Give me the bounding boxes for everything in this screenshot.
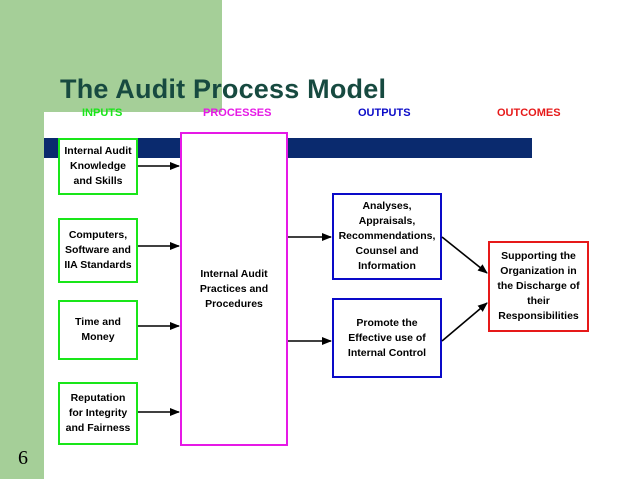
header-divider-bar [44,138,532,158]
process-box: Internal Audit Practices and Procedures [180,132,288,446]
output-box-internal-control: Promote the Effective use of Internal Co… [332,298,442,378]
arrow-internal-control-to-outcome [441,302,488,342]
left-accent-bar [0,0,44,479]
column-header-outputs: OUTPUTS [358,107,411,119]
outcome-box: Supporting the Organization in the Disch… [488,241,589,332]
input-box-tools: Computers, Software and IIA Standards [58,218,138,283]
input-box-resources: Time and Money [58,300,138,360]
output-box-analyses: Analyses, Appraisals, Recommendations, C… [332,193,442,280]
output-label-analyses: Analyses, Appraisals, Recommendations, C… [338,200,436,272]
input-label-tools: Computers, Software and IIA Standards [64,229,132,271]
input-label-reputation: Reputation for Integrity and Fairness [65,392,131,434]
column-header-processes: PROCESSES [203,107,272,119]
input-box-knowledge: Internal Audit Knowledge and Skills [58,138,138,195]
process-label: Internal Audit Practices and Procedures [199,267,269,310]
column-header-inputs: INPUTS [82,107,123,119]
column-header-outcomes: OUTCOMES [497,107,561,119]
outcome-label: Supporting the Organization in the Disch… [497,250,580,322]
input-label-resources: Time and Money [75,316,121,343]
input-box-reputation: Reputation for Integrity and Fairness [58,382,138,445]
page-title: The Audit Process Model [60,74,387,104]
slide-number: 6 [18,447,28,469]
arrow-analyses-to-outcome [441,236,488,274]
input-label-knowledge: Internal Audit Knowledge and Skills [64,145,132,187]
output-label-internal-control: Promote the Effective use of Internal Co… [347,316,427,359]
